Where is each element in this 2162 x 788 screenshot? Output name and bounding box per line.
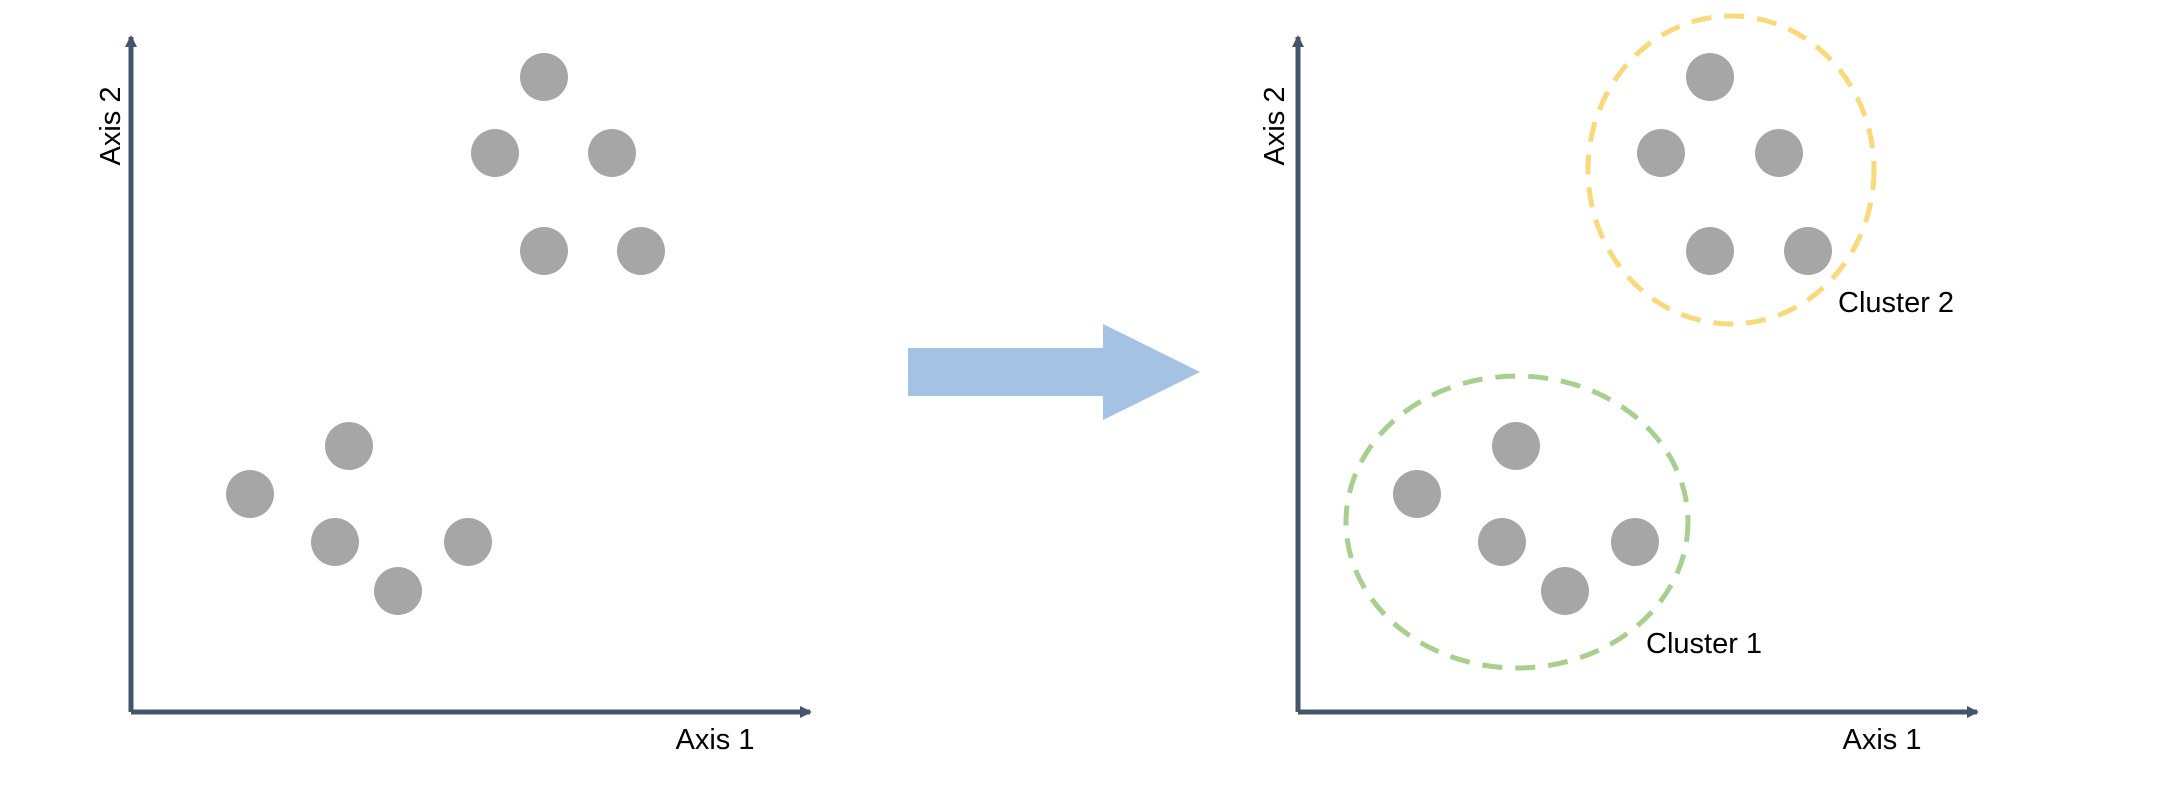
left-x-axis-label: Axis 1 <box>676 724 755 756</box>
data-point <box>471 129 519 177</box>
left-y-axis-label: Axis 2 <box>95 87 127 166</box>
data-point <box>311 518 359 566</box>
data-point <box>1686 227 1734 275</box>
right-y-axis-label: Axis 2 <box>1259 87 1291 166</box>
right-arrow-icon <box>908 324 1200 420</box>
cluster-2-boundary <box>1585 13 1877 327</box>
right-points <box>1393 53 1832 615</box>
cluster-1-label: Cluster 1 <box>1646 628 1762 660</box>
data-point <box>1541 567 1589 615</box>
data-point <box>520 53 568 101</box>
data-point <box>588 129 636 177</box>
data-point <box>1686 53 1734 101</box>
left-panel: Axis 2 Axis 1 <box>95 35 812 756</box>
data-point <box>1492 422 1540 470</box>
left-points <box>226 53 665 615</box>
data-point <box>1784 227 1832 275</box>
data-point <box>325 422 373 470</box>
data-point <box>520 227 568 275</box>
data-point <box>226 470 274 518</box>
right-panel: Axis 2 Axis 1 Cluster 2 Cluster 1 <box>1259 13 1979 756</box>
data-point <box>444 518 492 566</box>
cluster-1-boundary <box>1343 373 1691 671</box>
data-point <box>1611 518 1659 566</box>
cluster-2-label: Cluster 2 <box>1838 287 1954 319</box>
data-point <box>374 567 422 615</box>
right-x-axis-label: Axis 1 <box>1843 724 1922 756</box>
data-point <box>1637 129 1685 177</box>
data-point <box>1393 470 1441 518</box>
data-point <box>1478 518 1526 566</box>
data-point <box>1755 129 1803 177</box>
data-point <box>617 227 665 275</box>
